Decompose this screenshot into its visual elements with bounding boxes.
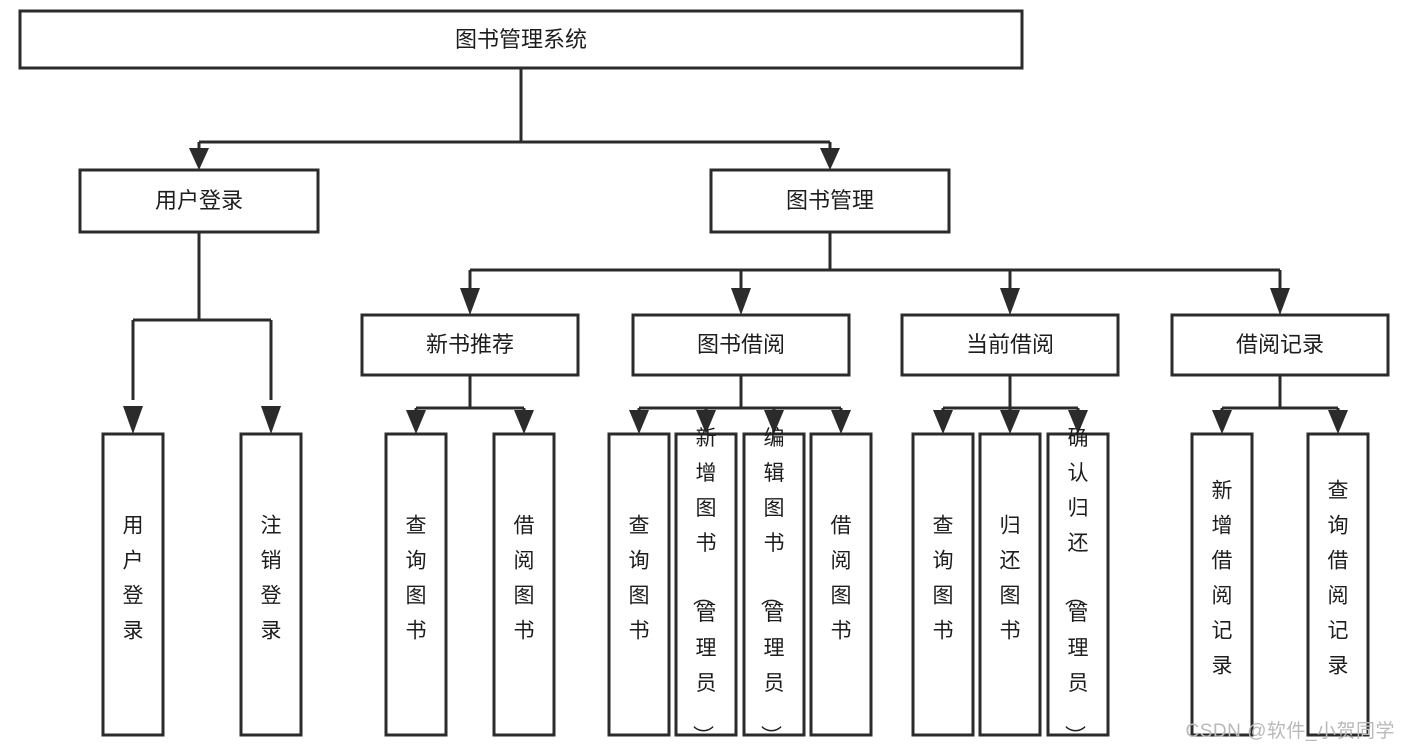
arrow-head-new-book-recommend (460, 288, 480, 315)
node-leaf-query-record[interactable]: 查询借阅记录 (1306, 432, 1370, 737)
node-book-manage-label: 图书管理 (786, 188, 874, 213)
node-leaf-return-book-label: 归还图书 (1000, 515, 1021, 643)
node-current-borrow-label: 当前借阅 (966, 332, 1054, 357)
arrow-head-leaf-query-book-1 (406, 410, 426, 434)
node-leaf-query-book-2-box (607, 432, 671, 737)
node-leaf-confirm-return-box (1046, 432, 1110, 737)
node-user-login[interactable]: 用户登录 (78, 168, 320, 234)
node-leaf-user-login-label: 用户登录 (123, 515, 144, 643)
node-leaf-borrow-book-1-box (492, 432, 556, 737)
node-borrow-record-label: 借阅记录 (1236, 332, 1324, 357)
arrow-head-borrow-record (1270, 288, 1290, 315)
node-current-borrow-box (900, 313, 1120, 377)
node-leaf-borrow-book-1[interactable]: 借阅图书 (492, 432, 556, 737)
arrow-head-leaf-add-book (696, 410, 716, 434)
node-leaf-user-login-box (101, 432, 165, 737)
node-leaf-add-record[interactable]: 新增借阅记录 (1190, 432, 1254, 737)
node-root-label: 图书管理系统 (455, 27, 587, 52)
node-leaf-borrow-book-2-label: 借阅图书 (831, 515, 852, 643)
node-leaf-query-book-1-box (384, 432, 448, 737)
node-leaf-add-book-box (674, 432, 738, 737)
arrow-head-current-borrow (1000, 288, 1020, 315)
node-leaf-edit-book-box (742, 432, 806, 737)
node-book-manage-box (709, 168, 951, 234)
node-new-book-recommend-label: 新书推荐 (426, 332, 514, 357)
node-leaf-edit-book-label: 编辑图书（管理员） (759, 427, 785, 746)
node-leaf-confirm-return[interactable]: 确认归还（管理员） (1046, 427, 1110, 746)
arrow-head-leaf-logout-login (261, 406, 281, 434)
node-leaf-confirm-return-label: 确认归还（管理员） (1063, 427, 1089, 746)
arrow-head-leaf-query-book-2 (629, 410, 649, 434)
arrow-head-leaf-confirm-return (1068, 410, 1088, 434)
node-leaf-return-book[interactable]: 归还图书 (978, 432, 1042, 737)
node-leaf-borrow-book-2[interactable]: 借阅图书 (809, 432, 873, 737)
node-leaf-query-record-label: 查询借阅记录 (1328, 480, 1349, 678)
arrow-head-leaf-query-book-3 (933, 410, 953, 434)
arrow-head-book-manage (820, 148, 840, 170)
arrow-head-leaf-add-record (1212, 410, 1232, 434)
node-book-borrow[interactable]: 图书借阅 (631, 313, 851, 377)
arrow-head-leaf-return-book (1000, 410, 1020, 434)
node-root[interactable]: 图书管理系统 (18, 9, 1024, 70)
watermark: CSDN @软件_小贺同学 (1185, 721, 1395, 742)
node-leaf-add-book[interactable]: 新增图书（管理员） (674, 427, 738, 746)
arrow-head-book-borrow (731, 288, 751, 315)
node-leaf-user-login[interactable]: 用户登录 (101, 432, 165, 737)
node-book-borrow-box (631, 313, 851, 377)
node-leaf-logout-login-label: 注销登录 (261, 515, 282, 643)
node-leaf-return-book-box (978, 432, 1042, 737)
node-leaf-add-record-label: 新增借阅记录 (1212, 480, 1233, 678)
node-leaf-query-book-3-label: 查询图书 (933, 515, 954, 643)
arrow-head-leaf-borrow-book-1 (514, 410, 534, 434)
node-leaf-query-book-1[interactable]: 查询图书 (384, 432, 448, 737)
arrow-head-leaf-borrow-book-2 (831, 410, 851, 434)
node-borrow-record[interactable]: 借阅记录 (1170, 313, 1390, 377)
node-leaf-add-book-label: 新增图书（管理员） (691, 427, 717, 746)
node-leaf-query-book-1-label: 查询图书 (406, 515, 427, 643)
node-leaf-logout-login-box (239, 432, 303, 737)
node-leaf-borrow-book-2-box (809, 432, 873, 737)
node-new-book-recommend-box (360, 313, 580, 377)
node-leaf-query-book-3[interactable]: 查询图书 (911, 432, 975, 737)
connector-layer (123, 68, 1348, 434)
node-leaf-query-book-3-box (911, 432, 975, 737)
node-current-borrow[interactable]: 当前借阅 (900, 313, 1120, 377)
arrow-head-leaf-edit-book (764, 410, 784, 434)
node-root-box (18, 9, 1024, 70)
node-leaf-query-record-box (1306, 432, 1370, 737)
node-borrow-record-box (1170, 313, 1390, 377)
node-book-borrow-label: 图书借阅 (697, 332, 785, 357)
node-leaf-query-book-2-label: 查询图书 (629, 515, 650, 643)
node-leaf-add-record-box (1190, 432, 1254, 737)
arrow-head-leaf-user-login (123, 406, 143, 434)
node-leaf-logout-login[interactable]: 注销登录 (239, 432, 303, 737)
node-new-book-recommend[interactable]: 新书推荐 (360, 313, 580, 377)
node-leaf-borrow-book-1-label: 借阅图书 (514, 515, 535, 643)
node-book-manage[interactable]: 图书管理 (709, 168, 951, 234)
node-leaf-query-book-2[interactable]: 查询图书 (607, 432, 671, 737)
node-leaf-edit-book[interactable]: 编辑图书（管理员） (742, 427, 806, 746)
node-user-login-box (78, 168, 320, 234)
arrow-head-user-login (189, 148, 209, 170)
node-user-login-label: 用户登录 (155, 188, 243, 213)
arrow-head-leaf-query-record (1328, 410, 1348, 434)
